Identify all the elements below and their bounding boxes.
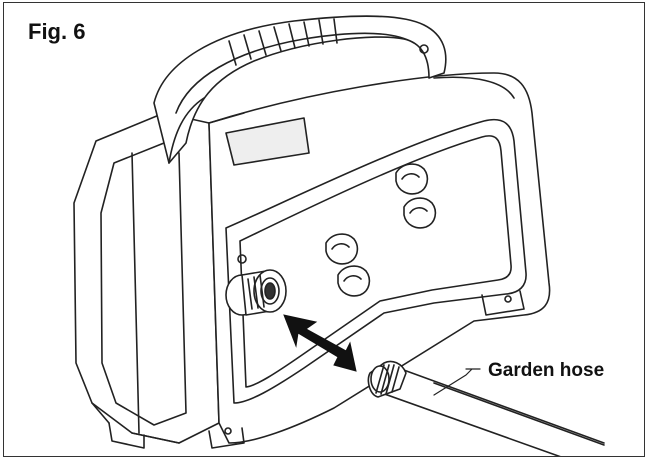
washer-side-panel xyxy=(73,112,220,444)
callout-leader-line xyxy=(433,368,481,396)
garden-hose xyxy=(367,360,605,456)
washer-foot-front xyxy=(208,427,245,449)
garden-hose-label: Garden hose xyxy=(488,360,605,381)
figure-frame: Fig. 6 Garden hose xyxy=(3,2,645,457)
insert-direction-arrow xyxy=(283,314,357,372)
carry-handle xyxy=(153,15,447,164)
water-inlet-fitting xyxy=(225,269,287,316)
washer-front-border xyxy=(225,118,527,404)
washer-foot-left xyxy=(108,422,145,449)
bump-group-upper xyxy=(395,163,437,229)
washer-foot-right xyxy=(481,290,525,316)
handle-grip-ribs xyxy=(228,18,338,66)
washer-front-face xyxy=(208,72,551,444)
pressure-washer-illustration xyxy=(73,15,605,456)
figure-title: Fig. 6 xyxy=(28,19,86,44)
bump-group-lower xyxy=(325,233,371,297)
